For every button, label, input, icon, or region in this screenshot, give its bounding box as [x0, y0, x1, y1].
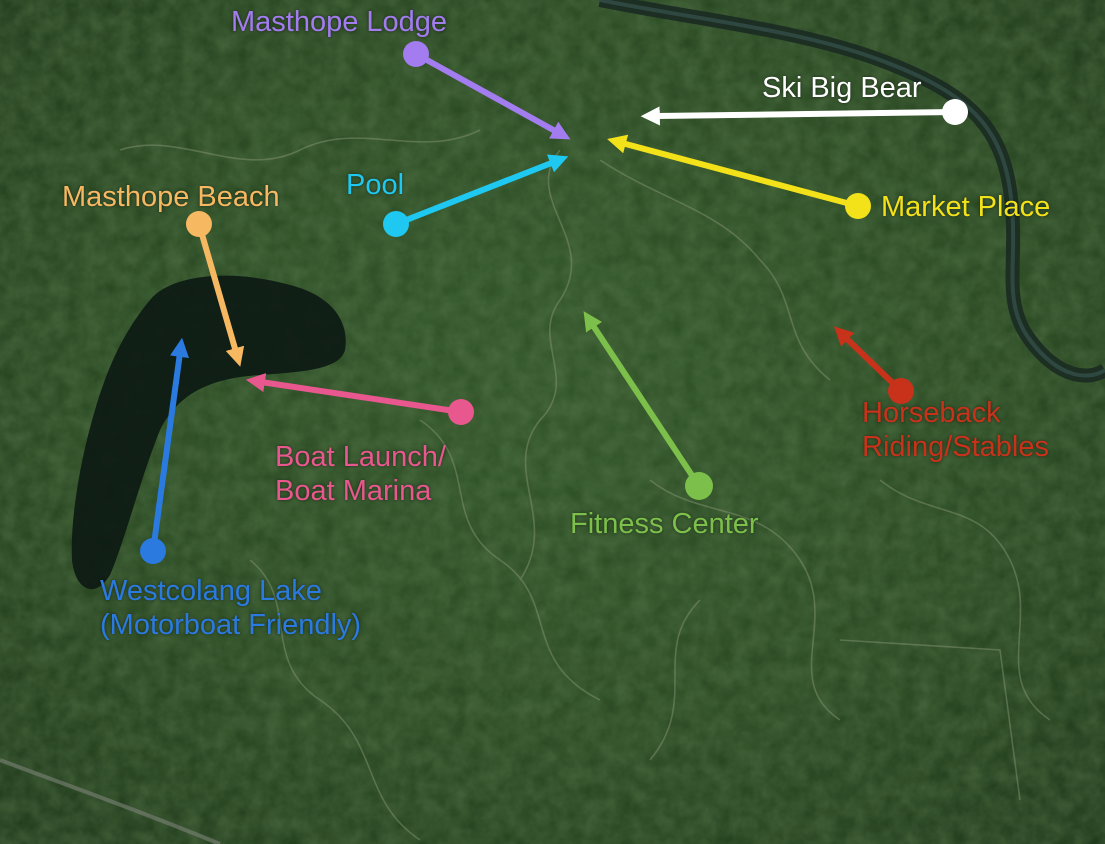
label-boat-launch: Boat Launch/ Boat Marina: [275, 440, 446, 508]
label-ski-big-bear: Ski Big Bear: [762, 72, 922, 104]
arrow-ski-big-bear: [640, 106, 958, 126]
dot-boat-launch[interactable]: [448, 399, 474, 425]
arrow-boat-launch: [245, 373, 464, 415]
label-boat-launch-line-1: Boat Launch/: [275, 441, 446, 473]
dot-pool[interactable]: [383, 211, 409, 237]
label-masthope-lodge: Masthope Lodge: [231, 6, 448, 38]
label-westcolang-lake-line-2: (Motorboat Friendly): [100, 609, 362, 641]
label-westcolang-lake-line-1: Westcolang Lake: [100, 575, 322, 607]
dot-horseback-riding[interactable]: [888, 378, 914, 404]
label-horseback-riding: Horseback Riding/Stables: [862, 396, 1049, 464]
arrow-pool: [393, 154, 569, 227]
river-highlight: [599, 0, 1105, 378]
label-horseback-riding-line-2: Riding/Stables: [862, 431, 1049, 463]
westcolang-lake-water: [71, 275, 346, 590]
arrow-market-place: [607, 134, 861, 209]
dot-ski-big-bear[interactable]: [942, 99, 968, 125]
roads: [119, 129, 1051, 841]
label-fitness-center: Fitness Center: [570, 508, 759, 540]
dot-masthope-lodge[interactable]: [403, 41, 429, 67]
highway: [0, 758, 221, 844]
dot-masthope-beach[interactable]: [186, 211, 212, 237]
label-masthope-beach: Masthope Beach: [62, 181, 280, 213]
arrows: [150, 51, 958, 554]
label-horseback-riding-line-1: Horseback: [862, 397, 1001, 429]
label-boat-launch-line-2: Boat Marina: [275, 475, 432, 507]
label-market-place: Market Place: [881, 191, 1051, 223]
label-westcolang-lake: Westcolang Lake (Motorboat Friendly): [100, 574, 361, 642]
dot-westcolang-lake[interactable]: [140, 538, 166, 564]
label-pool: Pool: [346, 169, 405, 201]
arrow-westcolang-lake: [150, 337, 189, 554]
arrow-masthope-lodge: [413, 51, 571, 140]
arrow-masthope-beach: [196, 221, 245, 367]
arrow-fitness-center: [583, 311, 702, 489]
dots: [140, 41, 968, 564]
dot-fitness-center[interactable]: [685, 472, 713, 500]
dot-market-place[interactable]: [845, 193, 871, 219]
